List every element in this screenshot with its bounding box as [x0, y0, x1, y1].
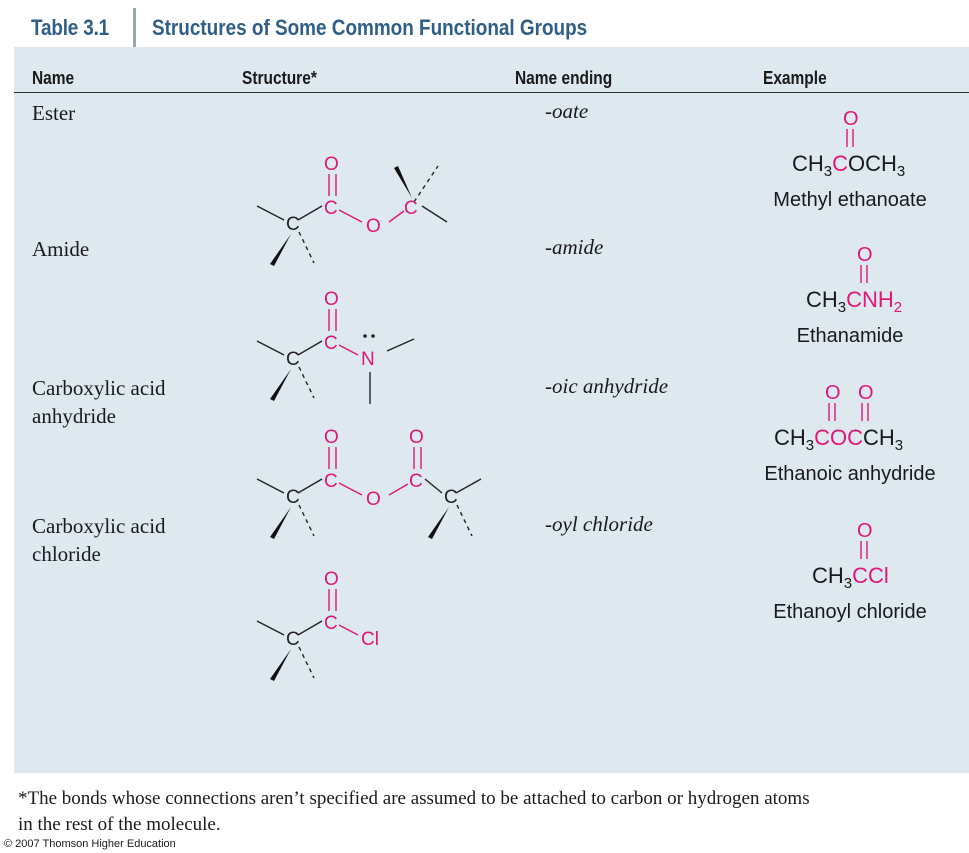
ester-structure-diagram: C O C O C: [256, 154, 448, 266]
ester-example-formula: O CH3COCH3: [792, 108, 905, 180]
row-amide-name: Amide: [32, 237, 90, 261]
svg-text:CH3COCH3: CH3COCH3: [792, 151, 905, 180]
amide-example-oxygen: O: [857, 244, 873, 266]
anhydride-bridge-oxygen-label: O: [366, 489, 381, 510]
acid-chloride-oxygen-label: O: [324, 569, 339, 590]
row-anhydride-ending: -oic anhydride: [545, 374, 669, 398]
acid-chloride-example-oxygen: O: [857, 520, 873, 542]
anhydride-right-oxygen-label: O: [409, 427, 424, 448]
amide-nitrogen-label: N: [361, 349, 375, 370]
column-header-example: Example: [763, 68, 827, 88]
row-acid-chloride-ending: -oyl chloride: [545, 512, 653, 536]
anhydride-example-formula: O O CH3COCCH3: [774, 382, 903, 454]
ester-carbonyl-oxygen-label: O: [324, 154, 339, 175]
amide-carbonyl-oxygen-label: O: [324, 289, 339, 310]
column-header-name-ending: Name ending: [515, 68, 613, 88]
anhydride-example-name: Ethanoic anhydride: [764, 463, 936, 485]
column-header-structure: Structure*: [242, 68, 317, 88]
ester-example-oxygen: O: [843, 108, 859, 130]
table-label: Table 3.1: [31, 15, 110, 40]
table-title: Structures of Some Common Functional Gro…: [152, 15, 588, 40]
anhydride-example-oxygen-right: O: [858, 382, 874, 404]
acid-chloride-carbonyl-label: C: [324, 613, 338, 634]
anhydride-left-carbonyl-label: C: [324, 471, 338, 492]
row-anhydride-example: O O CH3COCCH3 Ethanoic anhydride: [730, 373, 969, 486]
acid-chloride-example-name: Ethanoyl chloride: [773, 601, 927, 623]
amide-example-formula: O CH3CNH2: [806, 244, 902, 316]
anhydride-right-carbon-label: C: [444, 487, 458, 508]
row-acid-chloride-name: Carboxylic acid chloride: [32, 514, 166, 566]
row-anhydride-name: Carboxylic acid anhydride: [32, 376, 166, 428]
row-acid-chloride-example: O CH3CCl Ethanoyl chloride: [730, 511, 969, 624]
amide-structure-diagram: C O C N: [256, 289, 415, 404]
svg-text:CH3COCCH3: CH3COCCH3: [774, 425, 903, 454]
acid-chloride-structure-diagram: C O C Cl: [256, 569, 379, 681]
column-header-name: Name: [32, 68, 75, 88]
ester-alpha-carbon-label: C: [286, 214, 300, 235]
ester-carbonyl-carbon-label: C: [324, 198, 338, 219]
svg-text:CH3CCl: CH3CCl: [812, 563, 889, 592]
ester-ether-oxygen-label: O: [366, 216, 381, 237]
title-divider: [133, 8, 136, 62]
amide-carbonyl-carbon-label: C: [324, 333, 338, 354]
ester-example-name: Methyl ethanoate: [773, 189, 927, 211]
row-ester-example: O CH3COCH3 Methyl ethanoate: [730, 99, 969, 212]
header-rule: [14, 92, 969, 93]
anhydride-left-carbon-label: C: [286, 487, 300, 508]
amide-alpha-carbon-label: C: [286, 349, 300, 370]
anhydride-example-oxygen-left: O: [825, 382, 841, 404]
svg-text:CH3CNH2: CH3CNH2: [806, 287, 902, 316]
copyright-notice: © 2007 Thomson Higher Education: [4, 838, 176, 850]
row-ester-ending: -oate: [545, 99, 589, 123]
acid-chloride-chlorine-label: Cl: [361, 629, 379, 650]
row-amide-ending: -amide: [545, 235, 604, 259]
table-panel: Name Structure* Name ending Example Este…: [14, 47, 969, 773]
anhydride-right-carbonyl-label: C: [409, 471, 423, 492]
footnote: *The bonds whose connections aren’t spec…: [18, 788, 810, 835]
ester-alkoxy-carbon-label: C: [404, 198, 418, 219]
anhydride-structure-diagram: C O C O O C C: [256, 427, 482, 539]
amide-example-name: Ethanamide: [796, 325, 904, 347]
title-bar: Table 3.1 Structures of Some Common Func…: [0, 0, 969, 62]
header-row: Name Structure* Name ending Example: [14, 47, 969, 92]
row-ester-name: Ester: [32, 101, 76, 125]
acid-chloride-alpha-carbon-label: C: [286, 629, 300, 650]
row-amide-example: O CH3CNH2 Ethanamide: [730, 235, 969, 348]
acid-chloride-example-formula: O CH3CCl: [812, 520, 889, 592]
anhydride-left-oxygen-label: O: [324, 427, 339, 448]
